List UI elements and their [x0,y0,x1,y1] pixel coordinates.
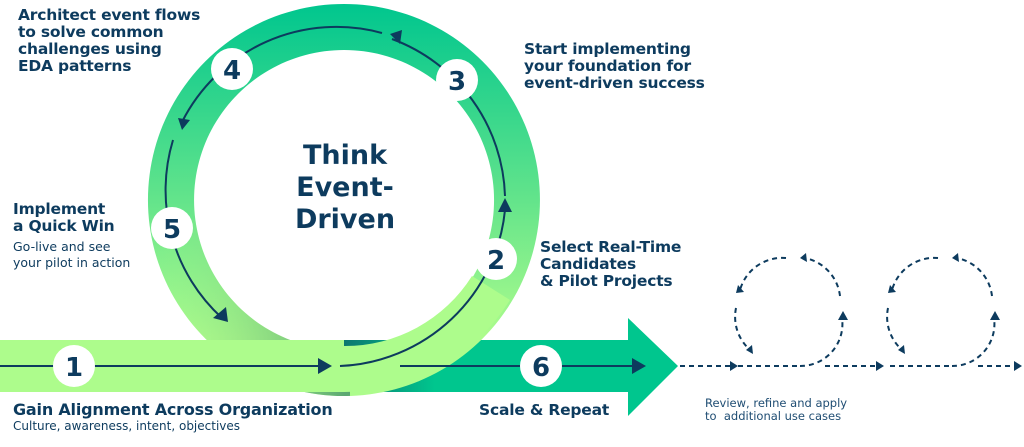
repeat-note: Review, refine and apply to additional u… [705,397,847,423]
dashed-arrowhead [730,361,738,371]
step-marker-4: 4 [211,48,253,90]
arrowhead-1 [318,358,332,374]
arrowhead-2 [498,198,512,212]
dashed-arrowhead [1014,361,1022,371]
step-5-label: Implement a Quick Win Go-live and see yo… [13,201,130,271]
step-3-title-line: your foundation for [524,57,691,75]
dashed-arrowhead [800,253,807,262]
repeat-arrowheads [730,253,1022,371]
dashed-arrowhead [888,285,896,293]
dashed-arrowhead [876,361,884,371]
step-6-title: Scale & Repeat [479,401,610,419]
step-3-title-line: event-driven success [524,74,705,92]
dashed-arrowhead [898,345,905,354]
step-marker-5: 5 [151,207,193,249]
loop-ring-overlap [344,276,510,392]
dashed-loop-2 [951,317,996,368]
step-1-label: Gain Alignment Across Organization Cultu… [13,401,333,434]
track-line-ring-left [181,25,383,123]
step-number-1: 1 [65,353,83,383]
step-4-title-line: to solve common [18,23,164,41]
dashed-loop-2-left [891,256,939,291]
step-marker-1: 1 [53,345,95,387]
repeat-note-line: Review, refine and apply [705,396,848,410]
dashed-arrowhead [746,345,753,354]
repeat-loops [680,256,1016,368]
dashed-arrowhead [838,311,848,320]
dashed-loop-1-top [804,257,841,297]
step-number-5: 5 [163,215,181,245]
step-marker-2: 2 [475,238,517,280]
step-5-subtitle-line: Go-live and see [13,239,111,254]
step-number-4: 4 [223,56,241,86]
arrowhead-4 [178,118,190,130]
dashed-loop-1-lower [734,307,749,349]
dashed-arrowhead [736,285,744,293]
step-marker-3: 3 [436,59,478,101]
step-4-label: Architect event flows to solve common ch… [18,7,200,75]
step-5-title-line: a Quick Win [13,217,115,235]
step-5-subtitle-line: your pilot in action [13,255,131,270]
center-title-line-1: Think [302,140,388,171]
step-4-title-line: challenges using [18,40,162,58]
step-6-label: Scale & Repeat [479,402,609,419]
arrowhead-6 [632,358,646,374]
step-marker-6: 6 [520,345,562,387]
step-2-title-line: Candidates [540,255,636,273]
step-4-title-line: EDA patterns [18,57,132,75]
step-2-title-line: & Pilot Projects [540,272,673,290]
arrowhead-3 [390,30,402,44]
step-5-title-line: Implement [13,200,106,218]
step-number-3: 3 [448,67,466,97]
step-2-title-line: Select Real-Time [540,238,682,256]
dashed-loop-1 [799,317,844,368]
step-3-label: Start implementing your foundation for e… [524,41,705,92]
dashed-arrowhead [990,311,1000,320]
center-title: Think Event-Driven [250,140,440,236]
step-1-subtitle: Culture, awareness, intent, objectives [13,419,241,433]
step-number-6: 6 [532,353,550,383]
step-4-title-line: Architect event flows [18,6,201,24]
track-line-ring-top [391,38,506,197]
step-3-title-line: Start implementing [524,40,691,58]
arrowhead-5 [213,307,228,322]
step-2-label: Select Real-Time Candidates & Pilot Proj… [540,239,681,290]
dashed-loop-1-left [739,256,787,291]
step-1-title: Gain Alignment Across Organization [13,400,333,419]
center-title-line-2: Event-Driven [294,172,396,235]
dashed-loop-2-top [956,257,993,297]
dashed-loop-2-lower [886,307,901,349]
repeat-note-line: to additional use cases [705,409,842,423]
dashed-arrowhead [952,253,959,262]
step-number-2: 2 [487,246,505,276]
